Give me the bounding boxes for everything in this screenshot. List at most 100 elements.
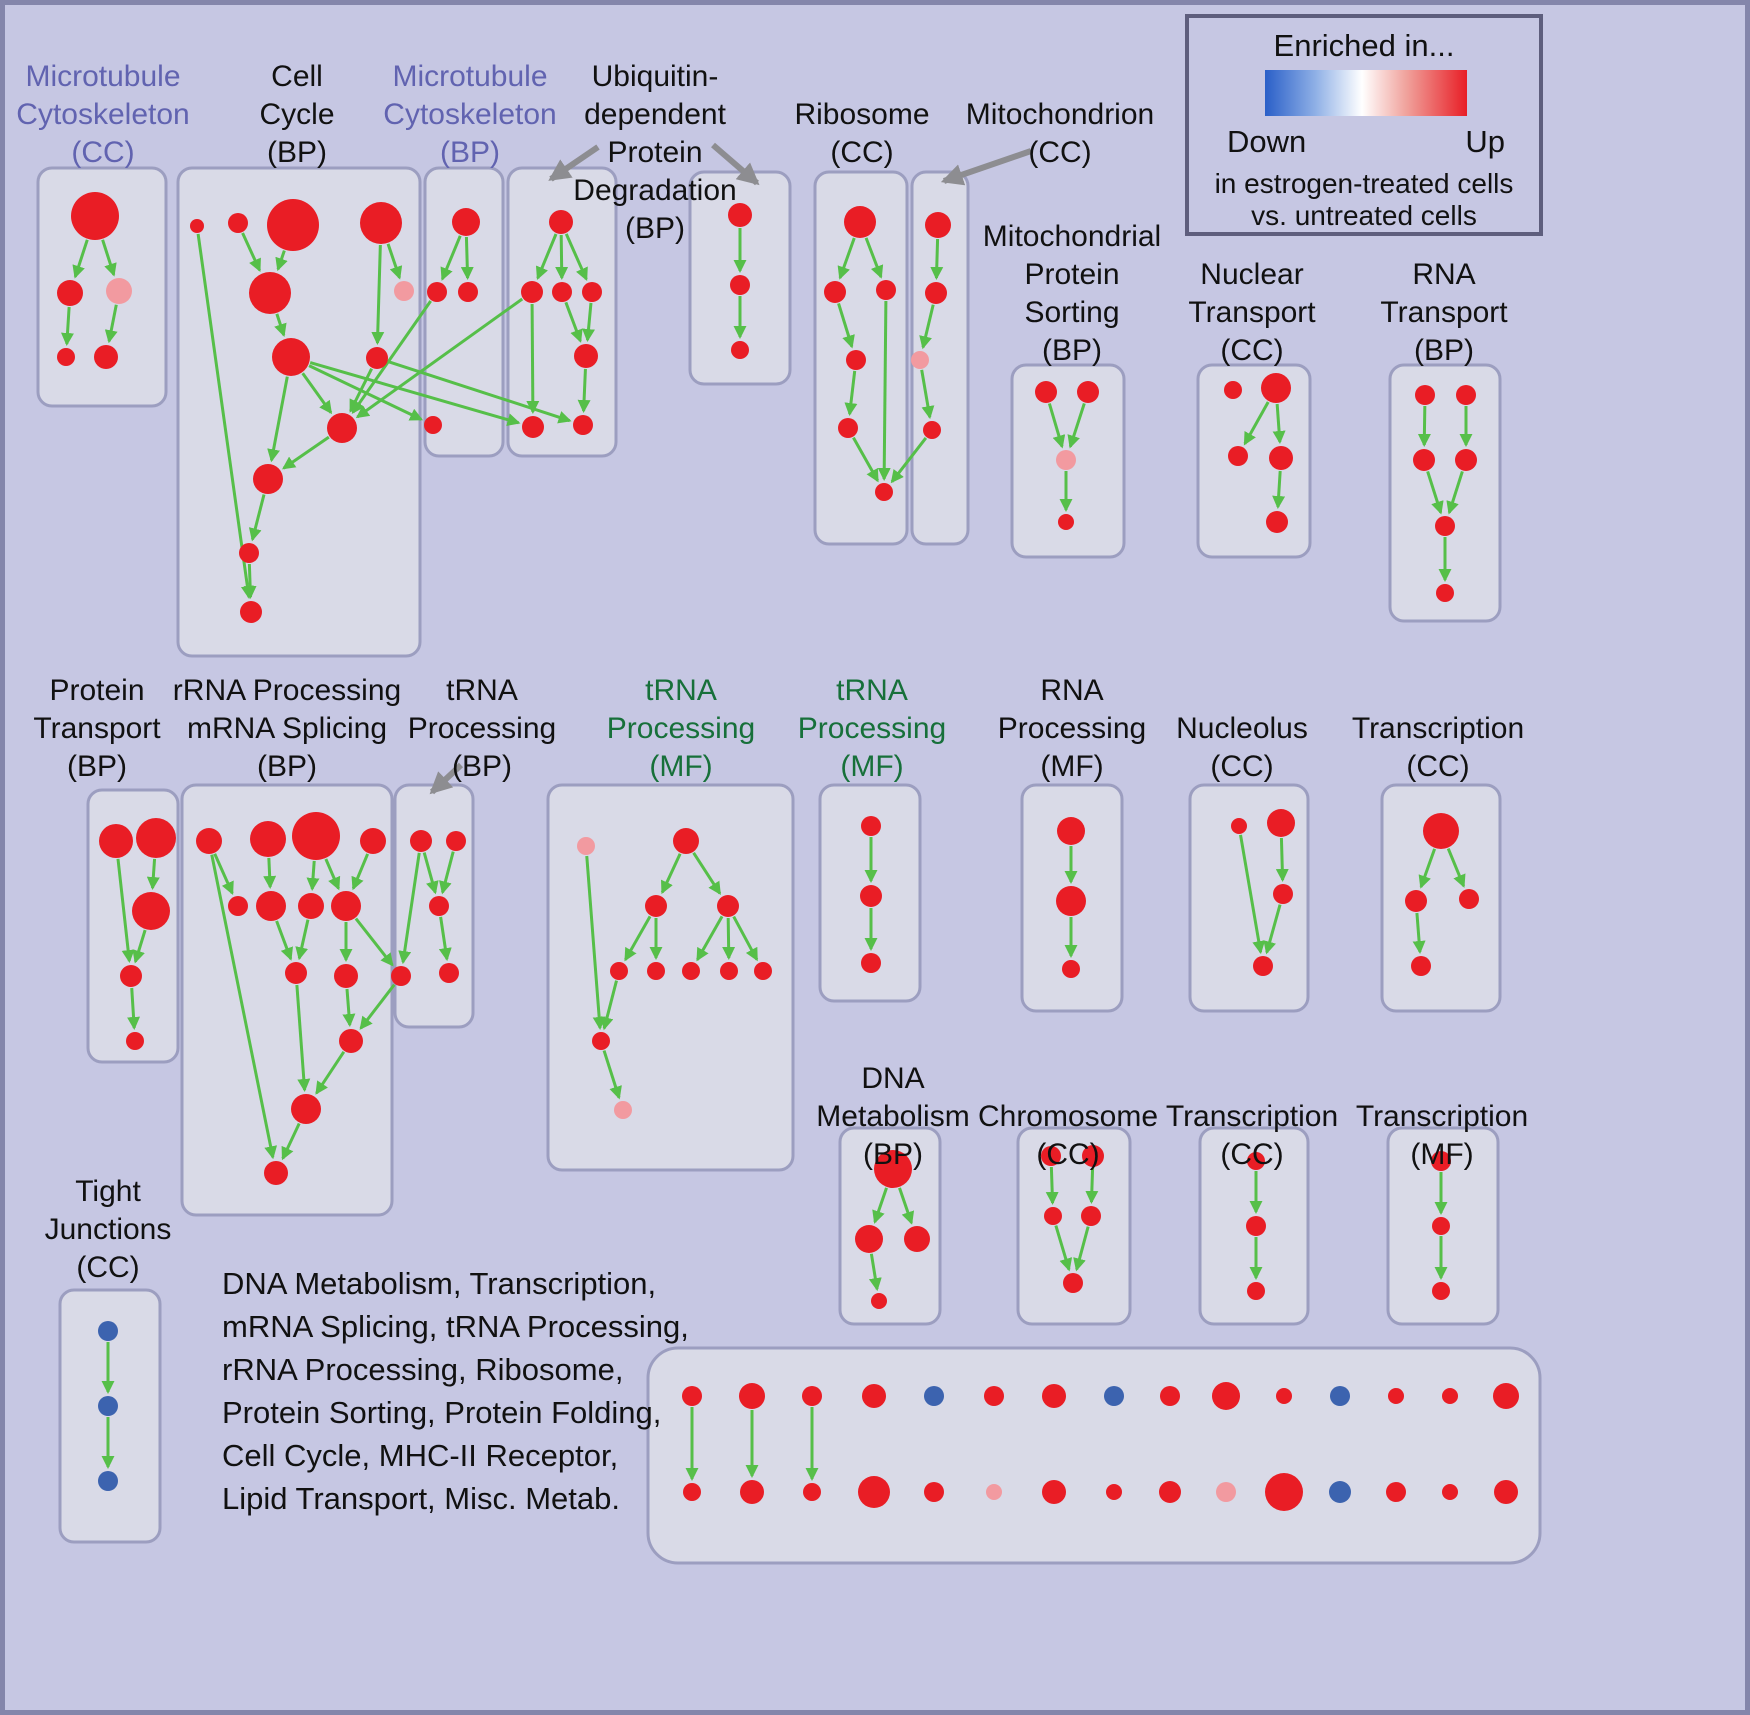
- go-term-node: [1388, 1388, 1404, 1404]
- go-term-node: [582, 282, 602, 302]
- go-term-node: [904, 1226, 930, 1252]
- edge-arrow: [844, 370, 858, 417]
- edge-arrow: [61, 306, 74, 346]
- go-term-node: [1224, 381, 1242, 399]
- go-term-node: [862, 1384, 886, 1408]
- go-term-node: [1273, 884, 1293, 904]
- go-term-node: [861, 953, 881, 973]
- go-term-node: [647, 962, 665, 980]
- go-term-node: [739, 1383, 765, 1409]
- go-term-node: [239, 543, 259, 563]
- go-term-node: [1247, 1152, 1265, 1170]
- edge-arrow: [585, 855, 606, 1030]
- go-term-node: [923, 421, 941, 439]
- go-term-node: [1423, 813, 1459, 849]
- edge-arrow: [422, 852, 439, 895]
- go-term-node: [925, 212, 951, 238]
- go-term-node: [1216, 1482, 1236, 1502]
- go-term-node: [1269, 446, 1293, 470]
- go-term-node: [871, 1293, 887, 1309]
- go-term-node: [331, 891, 361, 921]
- go-term-node: [285, 962, 307, 984]
- go-term-node: [552, 282, 572, 302]
- edge-arrow: [241, 232, 261, 273]
- edge-arrow: [398, 852, 421, 965]
- edge-arrow: [275, 250, 288, 272]
- label-pointer-arrow: [429, 762, 464, 795]
- edge-arrow: [852, 436, 879, 483]
- edge-arrow: [890, 436, 928, 484]
- go-term-node: [1442, 1484, 1458, 1500]
- edge-arrow: [248, 494, 266, 542]
- edge-arrow: [920, 369, 935, 420]
- go-term-node: [1459, 889, 1479, 909]
- go-term-node: [394, 281, 414, 301]
- edge-arrow: [351, 853, 370, 891]
- go-term-node: [875, 483, 893, 501]
- edge-arrow: [439, 851, 455, 895]
- go-term-node: [1436, 584, 1454, 602]
- edge-arrow: [295, 919, 310, 961]
- go-term-node: [98, 1471, 118, 1491]
- go-term-node: [429, 896, 449, 916]
- edge-arrow: [1047, 403, 1066, 449]
- go-term-node: [1432, 1282, 1450, 1300]
- edge-arrow: [1054, 1225, 1073, 1272]
- edge-arrow: [72, 239, 89, 279]
- edge-arrow: [1243, 401, 1270, 446]
- go-term-node: [846, 350, 866, 370]
- cluster-box-transcription_cc1: [1380, 783, 1502, 1013]
- misc-description-line: DNA Metabolism, Transcription,: [222, 1266, 657, 1301]
- edge-arrow: [1417, 405, 1431, 447]
- edge-arrow: [526, 303, 540, 414]
- edge-arrow: [1418, 848, 1437, 889]
- cluster-box-protein_transport: [86, 788, 180, 1064]
- go-term-node: [99, 824, 133, 858]
- go-term-node: [1058, 514, 1074, 530]
- go-term-node: [1160, 1386, 1180, 1406]
- legend-title: Enriched in...: [1273, 28, 1455, 63]
- go-term-node: [1056, 886, 1086, 916]
- go-term-node: [1057, 817, 1085, 845]
- edge-arrow: [351, 300, 432, 415]
- edge-arrow: [301, 372, 333, 415]
- edge-arrow: [1426, 470, 1444, 515]
- cluster-box-rna_transport: [1388, 363, 1502, 623]
- misc-cluster-description: DNA Metabolism, Transcription, mRNA Spli…: [222, 1262, 689, 1520]
- go-term-node: [730, 275, 750, 295]
- misc-description-line: Cell Cycle, MHC-II Receptor,: [222, 1438, 619, 1473]
- edge-arrow: [386, 243, 403, 280]
- edge-arrow: [722, 917, 736, 960]
- legend-subtitle-line2: vs. untreated cells: [1251, 200, 1477, 231]
- go-term-node: [682, 962, 700, 980]
- go-term-node: [1494, 1480, 1518, 1504]
- go-term-node: [1276, 1388, 1292, 1404]
- edge-arrow: [127, 987, 141, 1030]
- edge-arrow: [132, 929, 147, 964]
- edge-arrow: [1272, 470, 1286, 509]
- go-term-node: [1386, 1482, 1406, 1502]
- go-term-node: [592, 1032, 610, 1050]
- go-term-node: [126, 1032, 144, 1050]
- edge-arrow: [1045, 1166, 1059, 1205]
- edge-arrow: [1067, 402, 1086, 449]
- edge-arrow: [564, 301, 583, 343]
- go-term-node: [298, 893, 324, 919]
- edge-arrow: [1275, 837, 1289, 882]
- go-term-node: [57, 348, 75, 366]
- go-term-node: [925, 282, 947, 304]
- go-term-node: [683, 1483, 701, 1501]
- edge-arrow: [460, 236, 474, 280]
- go-term-node: [256, 891, 286, 921]
- cluster-box-mt_cc: [36, 166, 168, 408]
- go-term-node: [1228, 446, 1248, 466]
- go-term-node: [1413, 449, 1435, 471]
- go-term-node: [1253, 956, 1273, 976]
- go-term-node: [410, 830, 432, 852]
- go-term-node: [876, 280, 896, 300]
- edge-arrow: [275, 920, 293, 961]
- go-term-node: [339, 1029, 363, 1053]
- go-term-node: [1411, 956, 1431, 976]
- edge-arrow: [732, 915, 759, 962]
